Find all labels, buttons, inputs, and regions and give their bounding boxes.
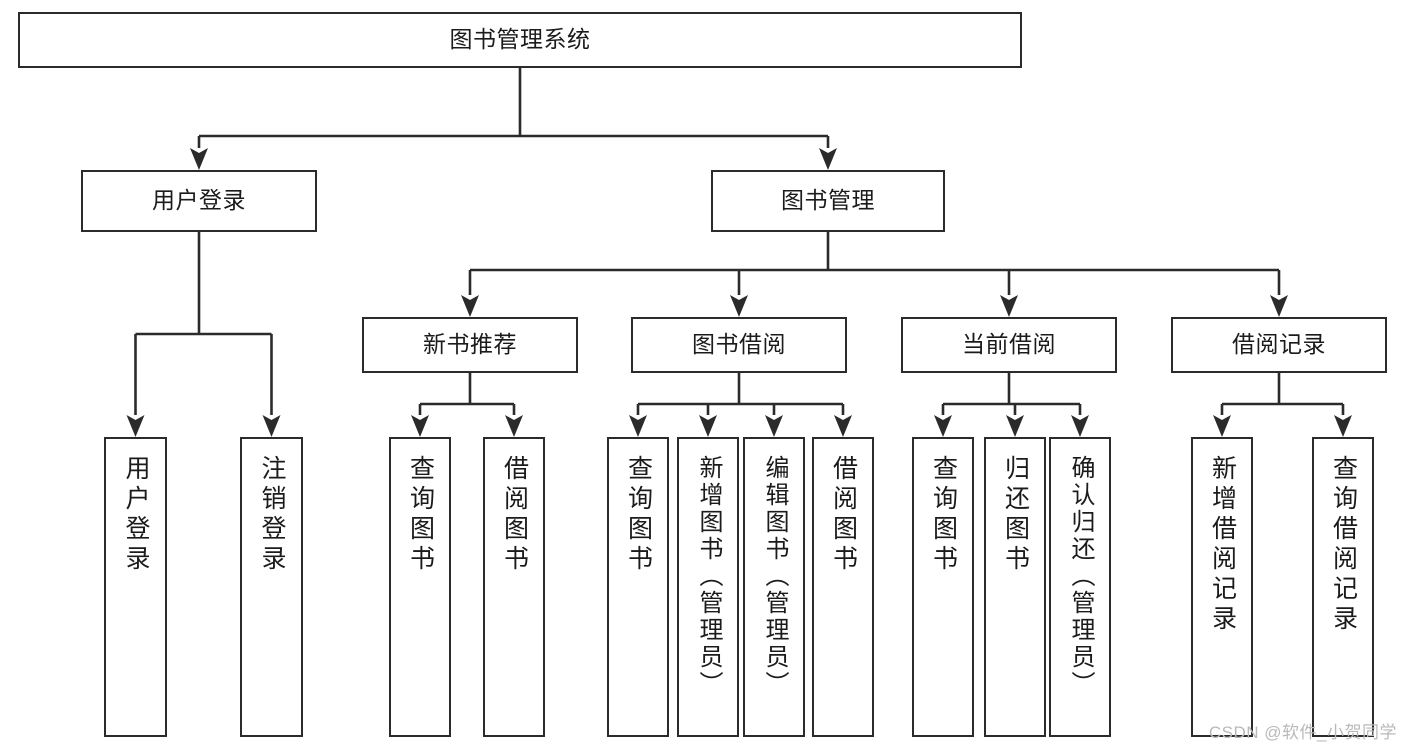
node-root-system[interactable]: 图书管理系统 [18,12,1022,68]
node-leaf-borrow-book-2-label: 借阅图书 [829,455,858,575]
arrowhead-icon [629,415,647,437]
arrowhead-icon [730,295,748,317]
node-leaf-query-book-1-label: 查询图书 [406,455,435,575]
arrowhead-icon [1334,415,1352,437]
node-leaf-borrow-book-1[interactable]: 借阅图书 [483,437,545,737]
node-borrow-record-label: 借阅记录 [1232,331,1326,358]
node-leaf-query-book-3-label: 查询图书 [929,455,958,575]
node-leaf-add-record[interactable]: 新增借阅记录 [1191,437,1253,737]
arrowhead-icon [765,415,783,437]
node-new-book-rec[interactable]: 新书推荐 [362,317,578,373]
node-leaf-edit-book-label: 编辑图书（管理员） [761,455,788,698]
node-leaf-logout-label: 注销登录 [258,455,286,575]
arrowhead-icon [126,415,145,437]
node-user-login[interactable]: 用户登录 [81,170,317,232]
node-leaf-add-book[interactable]: 新增图书（管理员） [677,437,739,737]
node-leaf-borrow-book-2[interactable]: 借阅图书 [812,437,874,737]
node-leaf-add-book-label: 新增图书（管理员） [695,455,722,698]
arrowhead-icon [461,295,479,317]
arrowhead-icon [819,148,837,170]
node-leaf-return-book-label: 归还图书 [1001,455,1030,575]
watermark-text: CSDN @软件_小贺同学 [1208,723,1397,742]
node-book-borrow-label: 图书借阅 [692,331,786,358]
node-new-book-rec-label: 新书推荐 [423,331,517,358]
arrowhead-icon [1270,295,1288,317]
node-leaf-logout[interactable]: 注销登录 [240,437,303,737]
node-current-borrow[interactable]: 当前借阅 [901,317,1117,373]
arrowhead-icon [834,415,852,437]
node-leaf-edit-book[interactable]: 编辑图书（管理员） [743,437,805,737]
node-book-manage[interactable]: 图书管理 [711,170,945,232]
node-leaf-confirm-return-label: 确认归还（管理员） [1067,455,1094,698]
arrowhead-icon [1006,415,1024,437]
node-book-borrow[interactable]: 图书借阅 [631,317,847,373]
node-user-login-label: 用户登录 [152,187,246,214]
node-leaf-confirm-return[interactable]: 确认归还（管理员） [1049,437,1111,737]
arrowhead-icon [1213,415,1231,437]
node-leaf-query-record-label: 查询借阅记录 [1329,455,1358,635]
node-current-borrow-label: 当前借阅 [962,331,1056,358]
node-leaf-borrow-book-1-label: 借阅图书 [500,455,529,575]
arrowhead-icon [190,148,208,170]
node-leaf-return-book[interactable]: 归还图书 [984,437,1046,737]
arrowhead-icon [411,415,429,437]
node-leaf-query-book-2[interactable]: 查询图书 [607,437,669,737]
node-leaf-query-book-3[interactable]: 查询图书 [912,437,974,737]
node-leaf-add-record-label: 新增借阅记录 [1208,455,1237,635]
node-root-system-label: 图书管理系统 [449,26,591,53]
arrowhead-icon [699,415,717,437]
node-leaf-query-book-2-label: 查询图书 [624,455,653,575]
arrowhead-icon [934,415,952,437]
node-leaf-user-login[interactable]: 用户登录 [104,437,167,737]
node-borrow-record[interactable]: 借阅记录 [1171,317,1387,373]
arrowhead-icon [1071,415,1089,437]
node-leaf-user-login-label: 用户登录 [122,455,150,575]
node-leaf-query-record[interactable]: 查询借阅记录 [1312,437,1374,737]
node-leaf-query-book-1[interactable]: 查询图书 [389,437,451,737]
arrowhead-icon [1000,295,1018,317]
arrowhead-icon [262,415,281,437]
node-book-manage-label: 图书管理 [781,187,875,214]
arrowhead-icon [505,415,523,437]
